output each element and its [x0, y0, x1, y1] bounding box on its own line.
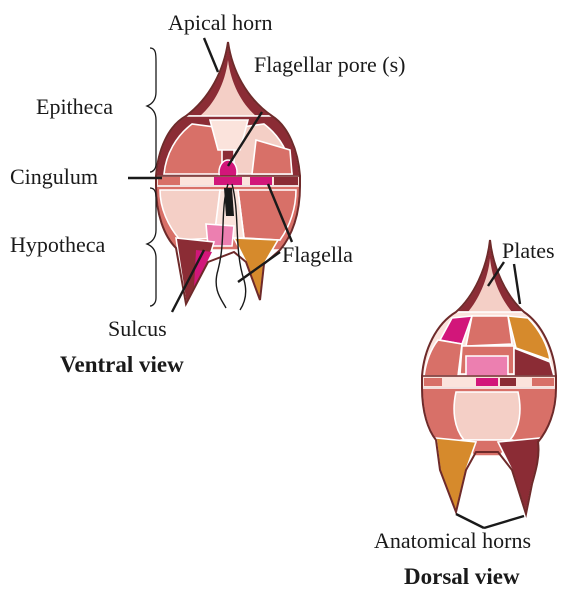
- dorsal-epitheca-plate-pink: [466, 356, 508, 376]
- label-plates: Plates: [502, 238, 555, 263]
- epitheca-brace: [147, 48, 156, 172]
- label-sulcus: Sulcus: [108, 316, 167, 341]
- anatomical-horns-leader-1: [456, 514, 484, 528]
- dorsal-epitheca-plate-top: [466, 316, 512, 346]
- label-anatomical-horns: Anatomical horns: [374, 528, 531, 553]
- ventral-cingulum-seg-2: [214, 177, 242, 185]
- label-flagella: Flagella: [282, 242, 353, 267]
- label-cingulum: Cingulum: [10, 164, 98, 189]
- hypotheca-brace: [147, 188, 156, 306]
- label-epitheca: Epitheca: [36, 94, 113, 119]
- dorsal-cingulum-seg-4: [532, 378, 554, 386]
- ventral-apical-horn-inner: [200, 60, 256, 116]
- dorsal-cingulum-seg-1: [424, 378, 442, 386]
- label-flagellar-pore: Flagellar pore (s): [254, 52, 406, 77]
- title-ventral-view: Ventral view: [60, 352, 184, 377]
- apical-horn-leader: [204, 38, 218, 72]
- anatomical-horns-leader-2: [484, 516, 524, 528]
- label-hypotheca: Hypotheca: [10, 232, 106, 257]
- dorsal-view-cell: [422, 240, 556, 514]
- dorsal-cingulum-seg-3: [500, 378, 516, 386]
- plates-leader-2: [514, 264, 520, 304]
- dorsal-cingulum-seg-2: [476, 378, 498, 386]
- label-apical-horn: Apical horn: [168, 10, 272, 35]
- ventral-cingulum-seg-4: [274, 177, 298, 185]
- title-dorsal-view: Dorsal view: [404, 564, 520, 589]
- dorsal-hypotheca-plate-center: [454, 392, 520, 440]
- ventral-view-cell: [156, 42, 300, 310]
